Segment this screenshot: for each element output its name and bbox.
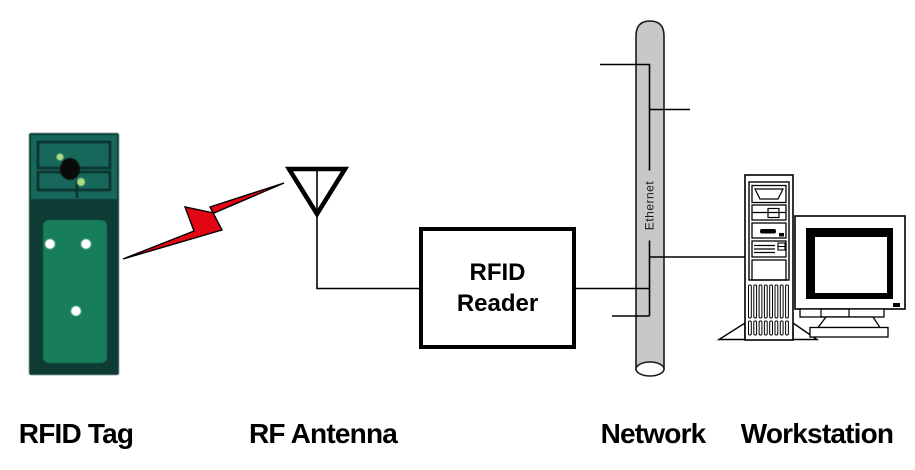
tower-foot-left <box>716 321 746 341</box>
tag-hole <box>71 306 81 316</box>
bay-3-led <box>779 233 784 237</box>
tag-chip <box>60 158 80 180</box>
monitor-power-led <box>893 303 900 307</box>
drive-bay-5 <box>751 259 787 281</box>
drive-bay-1 <box>751 184 787 204</box>
floppy-bay <box>751 240 787 258</box>
bay-3-button <box>760 229 776 234</box>
lightning-bolt-shape <box>122 182 285 260</box>
monitor-stand-neck <box>816 316 882 329</box>
tower-vents-row-2 <box>748 320 789 336</box>
rfid-reader-label-line-1: RFID <box>469 259 526 286</box>
tower-pc-crt-monitor-icon <box>716 174 906 341</box>
monitor-screen <box>815 237 887 293</box>
rf-antenna-label: RF Antenna <box>248 418 398 449</box>
tag-solder-dot <box>77 178 85 186</box>
cylinder-open-end <box>635 361 665 377</box>
drive-bay-3 <box>751 222 787 239</box>
network-label: Network <box>600 418 707 449</box>
tag-solder-dot <box>56 153 64 161</box>
antenna-feed-line <box>316 167 419 290</box>
tower-vents-row-1 <box>748 284 789 319</box>
ethernet-bus-label: Ethernet <box>642 170 658 241</box>
monitor-stand-base <box>809 326 889 338</box>
rfid-tag-icon <box>29 133 119 375</box>
red-lightning-bolt-icon <box>122 182 285 260</box>
tag-hole <box>45 239 55 249</box>
cd-button <box>767 207 780 219</box>
drive-bay-1-slot <box>754 188 784 200</box>
tag-inlay-area <box>43 220 107 363</box>
workstation-label: Workstation <box>740 418 894 449</box>
rfid-reader-label-line-2: Reader <box>456 290 539 317</box>
rfid-reader-box: RFID Reader <box>419 227 576 349</box>
monitor-control-bar <box>799 308 885 318</box>
tag-hole <box>81 239 91 249</box>
antenna-triangle-icon <box>284 166 419 290</box>
rfid-tag-label: RFID Tag <box>18 418 134 449</box>
